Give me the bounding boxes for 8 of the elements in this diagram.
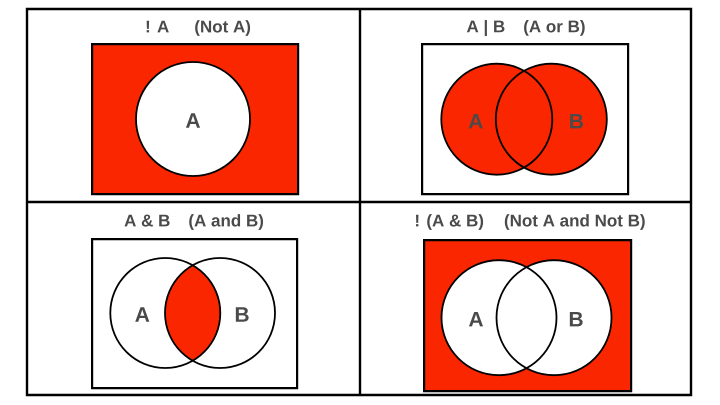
expression-heading: ! (A & B) <box>416 214 484 230</box>
expression-heading: ! A <box>146 20 169 32</box>
meaning-heading: (A and B) <box>189 214 264 230</box>
meaning-heading: (A or B) <box>524 20 585 36</box>
meaning-heading: (Not A) <box>195 20 250 36</box>
expression-heading: A | B <box>466 20 504 36</box>
expression-heading: A & B <box>124 214 170 227</box>
meaning-heading: (Not A and Not B) <box>504 214 645 230</box>
